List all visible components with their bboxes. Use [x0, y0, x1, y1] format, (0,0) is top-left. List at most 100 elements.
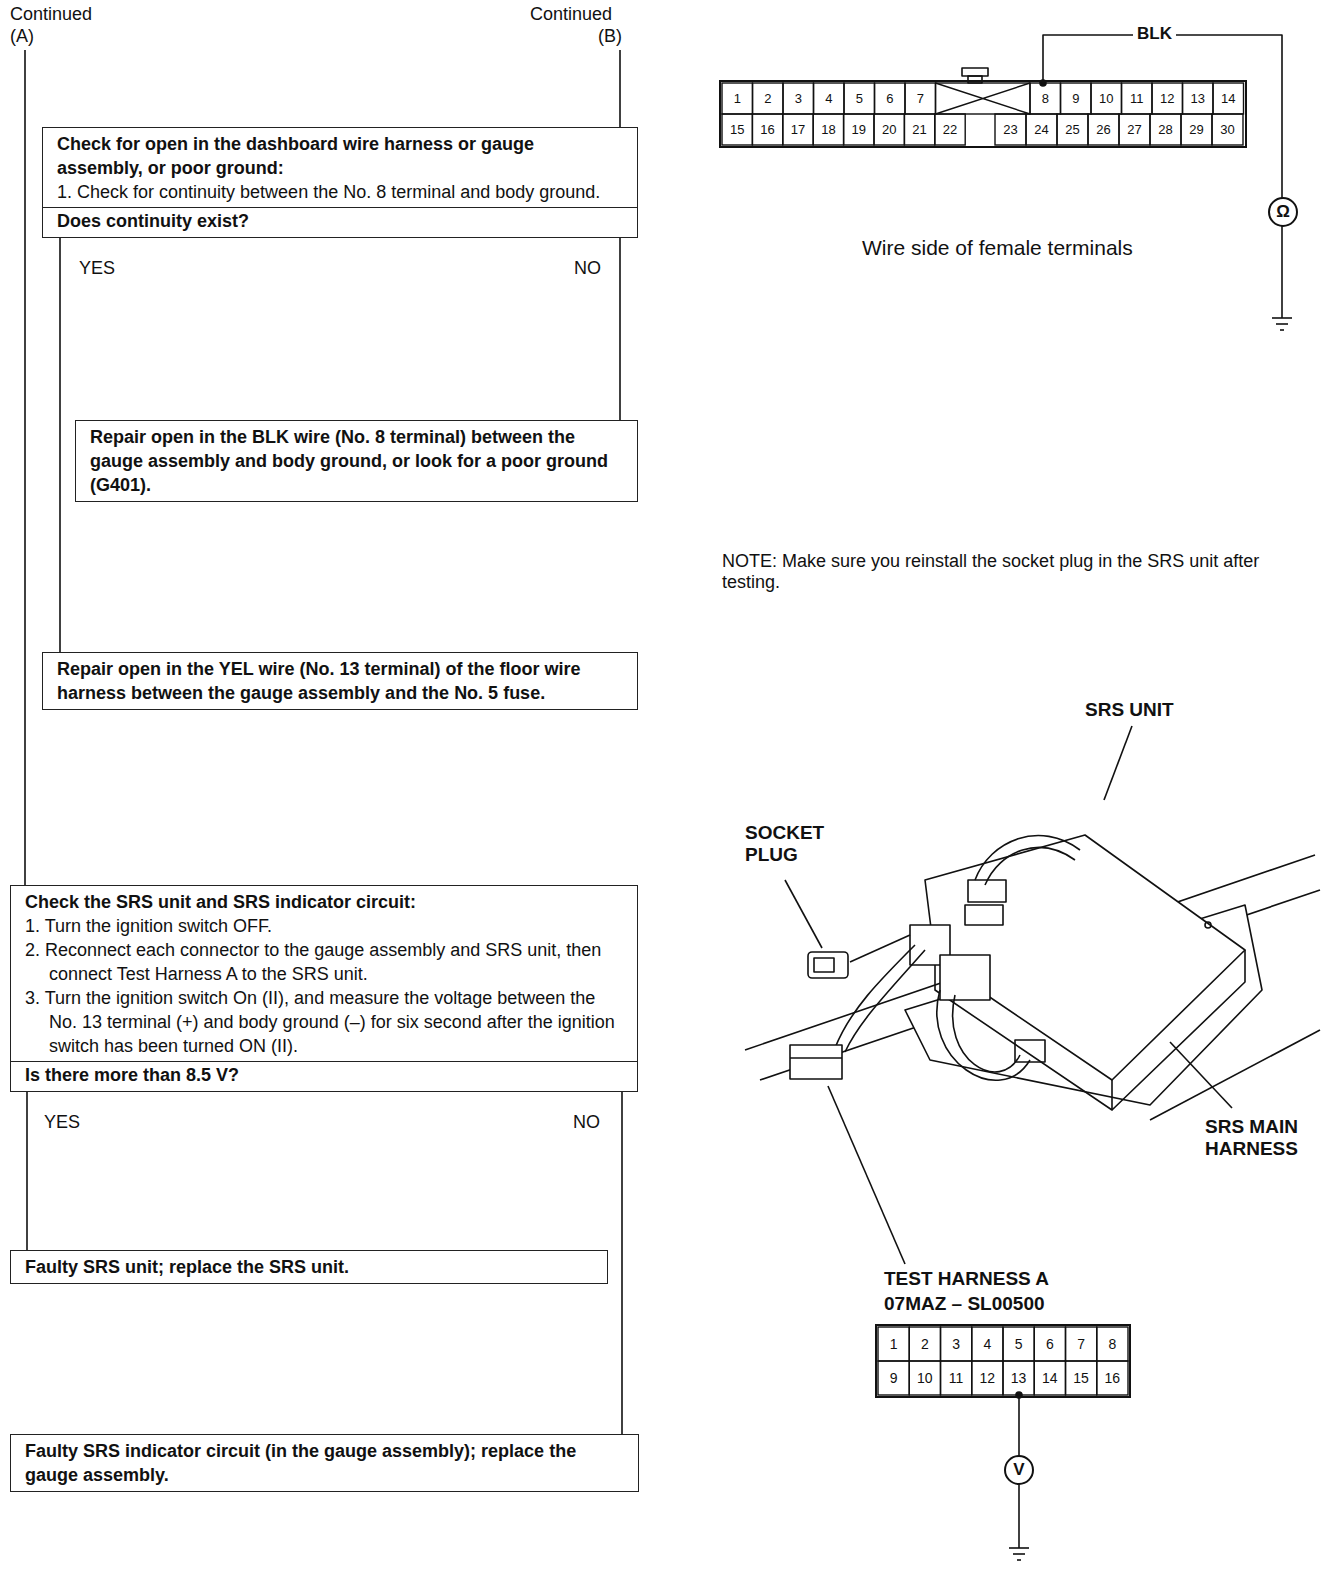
ground-symbol	[1272, 318, 1292, 330]
part-number: 07MAZ – SL00500	[884, 1293, 1045, 1315]
terminal-cell	[1097, 1361, 1128, 1395]
terminal-cell	[905, 83, 936, 114]
continuation-label: (B)	[598, 26, 622, 47]
voltmeter-symbol	[1005, 1456, 1033, 1484]
result-box: Repair open in the YEL wire (No. 13 term…	[42, 652, 638, 710]
part-name: TEST HARNESS A	[884, 1268, 1049, 1290]
terminal-cell	[909, 1361, 940, 1395]
ohmmeter-symbol	[1269, 198, 1297, 226]
pin-number: 27	[1127, 122, 1141, 137]
wire-color: BLK	[1133, 24, 1176, 44]
pin-number: 4	[983, 1336, 991, 1352]
terminal-cell	[1213, 83, 1244, 114]
pin-number: 13	[1011, 1370, 1027, 1386]
step-text: 1. Turn the ignition switch OFF.	[25, 914, 623, 938]
branch-label: NO	[571, 1112, 602, 1133]
terminal-cell	[972, 1361, 1003, 1395]
decision-box: Check for open in the dashboard wire har…	[42, 127, 638, 238]
terminal-cell	[752, 114, 782, 145]
terminal-cell	[1097, 1327, 1128, 1361]
terminal-cell	[1122, 83, 1153, 114]
leader-line	[1170, 1042, 1232, 1108]
pin-number: 5	[856, 91, 863, 106]
question-text: Is there more than 8.5 V?	[11, 1061, 637, 1087]
terminal-cell	[783, 114, 813, 145]
flow-line	[619, 50, 621, 127]
pin-number: 28	[1158, 122, 1172, 137]
terminal-cell	[1183, 83, 1214, 114]
pin-number: 10	[917, 1370, 933, 1386]
pin-number: 11	[1130, 91, 1144, 106]
terminal-cell	[722, 83, 753, 114]
terminal-cell	[844, 114, 874, 145]
terminal-cell	[783, 83, 814, 114]
pin-number: 6	[1046, 1336, 1054, 1352]
meter-symbol: Ω	[1276, 202, 1290, 222]
continuation-label: Continued	[530, 4, 612, 25]
pin-number: 22	[943, 122, 957, 137]
step-text: 3. Turn the ignition switch On (II), and…	[25, 986, 623, 1058]
box-text: Check the SRS unit and SRS indicator cir…	[25, 890, 623, 914]
decision-box: Check the SRS unit and SRS indicator cir…	[10, 885, 638, 1092]
pin-number: 12	[980, 1370, 996, 1386]
pin-number: 15	[730, 122, 744, 137]
part-name: SRS UNIT	[1085, 699, 1174, 721]
terminal-cell	[935, 114, 965, 145]
pin-number: 15	[1073, 1370, 1089, 1386]
pin-number: 30	[1220, 122, 1234, 137]
terminal-cell	[904, 114, 934, 145]
pin-number: 1	[734, 91, 741, 106]
pin-number: 16	[1105, 1370, 1121, 1386]
step-text: 2. Reconnect each connector to the gauge…	[25, 938, 623, 986]
terminal-cell	[814, 83, 845, 114]
pin-number: 2	[921, 1336, 929, 1352]
part-name: SOCKET PLUG	[745, 822, 845, 866]
pin-number: 13	[1191, 91, 1205, 106]
terminal-cell	[1003, 1361, 1034, 1395]
pin-number: 7	[917, 91, 924, 106]
pin-number: 29	[1189, 122, 1203, 137]
blank-cavity	[936, 83, 1031, 114]
question-text: Does continuity exist?	[43, 207, 637, 233]
terminal-cell	[1034, 1327, 1065, 1361]
terminal-cell	[1119, 114, 1150, 145]
pin-number: 20	[882, 122, 896, 137]
terminal-cell	[1026, 114, 1057, 145]
terminal-cell	[1181, 114, 1212, 145]
terminal-cell	[1061, 83, 1092, 114]
leader-line	[828, 1086, 905, 1264]
box-text: Repair open in the YEL wire (No. 13 term…	[57, 657, 623, 705]
flow-connector	[619, 238, 621, 420]
terminal-cell	[722, 114, 752, 145]
pin-number: 11	[949, 1370, 964, 1386]
result-box: Repair open in the BLK wire (No. 8 termi…	[75, 420, 638, 502]
ground-wire	[1018, 1484, 1020, 1548]
pin-number: 26	[1096, 122, 1110, 137]
meter-symbol: V	[1013, 1460, 1024, 1480]
terminal-cell	[972, 1327, 1003, 1361]
terminal-cell	[1091, 83, 1122, 114]
pin-number: 4	[825, 91, 832, 106]
pin-number: 2	[764, 91, 771, 106]
leader-line	[1104, 726, 1132, 800]
box-text: Faulty SRS indicator circuit (in the gau…	[25, 1439, 624, 1487]
pin-number: 12	[1160, 91, 1174, 106]
terminal-cell	[1212, 114, 1243, 145]
terminal-cell	[1152, 83, 1183, 114]
branch-label: YES	[42, 1112, 82, 1133]
pin-number: 3	[952, 1336, 960, 1352]
view-caption: Wire side of female terminals	[862, 236, 1133, 260]
pin-number: 1	[890, 1336, 898, 1352]
flow-connector	[26, 1092, 28, 1250]
box-text: Repair open in the BLK wire (No. 8 termi…	[90, 425, 623, 497]
terminal-cell	[878, 1327, 909, 1361]
connector-outline	[720, 81, 1246, 147]
terminal-cell	[875, 83, 906, 114]
pin-number: 17	[791, 122, 805, 137]
pin-number: 9	[890, 1370, 898, 1386]
flow-connector	[621, 1092, 623, 1434]
pin-number: 14	[1221, 91, 1235, 106]
branch-label: YES	[77, 258, 117, 279]
pin-number: 16	[760, 122, 774, 137]
result-box: Faulty SRS unit; replace the SRS unit.	[10, 1250, 608, 1284]
